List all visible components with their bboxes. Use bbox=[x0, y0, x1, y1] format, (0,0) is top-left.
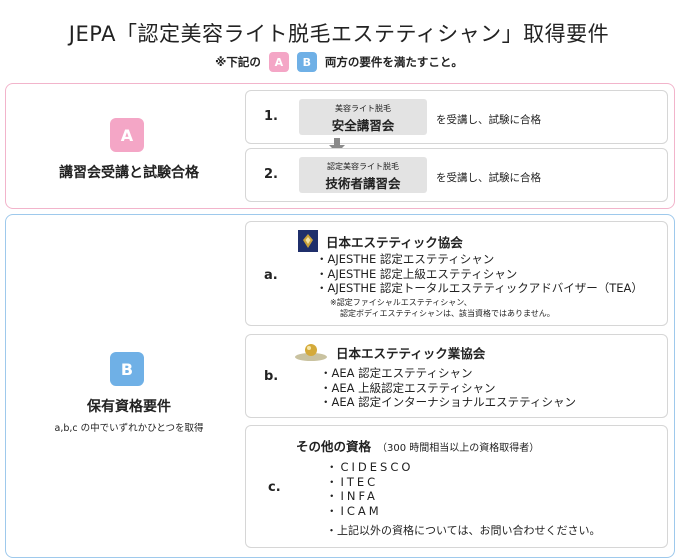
step-2-pass-text: を受講し、試験に合格 bbox=[436, 172, 541, 184]
option-c-title-note: （300 時間相当以上の資格取得者） bbox=[377, 443, 540, 454]
note-suffix: 両方の要件を満たすこと。 bbox=[324, 55, 463, 69]
step-1-course: 美容ライト脱毛 安全講習会 bbox=[299, 99, 427, 135]
option-c-card: c. その他の資格 （300 時間相当以上の資格取得者） ・CIDESCO ・IT… bbox=[245, 425, 668, 548]
option-c-letter: c. bbox=[268, 480, 281, 495]
chip-a: A bbox=[268, 52, 289, 72]
aea-logo-icon bbox=[295, 344, 327, 361]
step-1-course-small: 美容ライト脱毛 bbox=[335, 104, 391, 113]
section-a-frame bbox=[5, 83, 675, 209]
list-item: ・AJESTHE 認定エステティシャン bbox=[316, 252, 495, 266]
section-a-label: 講習会受講と試験合格 bbox=[59, 165, 199, 181]
list-item: ・AJESTHE 認定トータルエステティックアドバイザー（TEA） bbox=[316, 281, 643, 295]
step-2-number: 2. bbox=[264, 167, 278, 182]
step-1-course-large: 安全講習会 bbox=[331, 118, 395, 133]
step-2-course-small: 認定美容ライト脱毛 bbox=[327, 162, 399, 171]
step-2-course: 認定美容ライト脱毛 技術者講習会 bbox=[299, 157, 427, 193]
section-b-badge: B bbox=[110, 352, 144, 386]
list-item: ・ITEC bbox=[326, 474, 379, 489]
step-1-pass-text: を受講し、試験に合格 bbox=[436, 114, 541, 126]
option-b-card: b. 日本エステティック業協会 ・AEA 認定エステティシャン ・AEA 上級認… bbox=[245, 334, 668, 418]
option-b-list: ・AEA 認定エステティシャン ・AEA 上級認定エステティシャン ・AEA 認… bbox=[320, 366, 576, 410]
option-c-title-main: その他の資格 bbox=[296, 439, 372, 454]
option-a-letter: a. bbox=[264, 268, 278, 283]
option-a-org: 日本エステティック協会 bbox=[298, 230, 463, 252]
option-a-org-name: 日本エステティック協会 bbox=[326, 234, 463, 250]
step-1-card: 1. 美容ライト脱毛 安全講習会 を受講し、試験に合格 bbox=[245, 90, 668, 144]
section-b-note: a,b,c の中でいずれかひとつを取得 bbox=[54, 423, 204, 434]
option-a-footnote: ※認定ファイシャルエステティシャン、 認定ボディエステティシャンは、該当資格では… bbox=[330, 297, 555, 319]
list-item: ・AEA 認定エステティシャン bbox=[320, 366, 473, 380]
step-1-number: 1. bbox=[264, 109, 278, 124]
list-item: ・AJESTHE 認定上級エステティシャン bbox=[316, 266, 518, 281]
list-item: ・ICAM bbox=[326, 503, 382, 518]
option-c-title: その他の資格 （300 時間相当以上の資格取得者） bbox=[296, 436, 539, 455]
section-b-frame bbox=[5, 214, 675, 558]
footnote-line-1: ※認定ファイシャルエステティシャン、 bbox=[330, 298, 472, 307]
page-title: JEPA「認定美容ライト脱毛エステティシャン」取得要件 bbox=[68, 22, 610, 46]
section-a-badge: A bbox=[110, 118, 144, 152]
option-c-closing: ・上記以外の資格については、お問い合わせください。 bbox=[326, 524, 601, 537]
option-b-org: 日本エステティック業協会 bbox=[294, 342, 485, 362]
list-item: ・CIDESCO bbox=[326, 460, 414, 474]
list-item: ・AEA 認定インターナショナルエステティシャン bbox=[320, 395, 576, 409]
list-item: ・AEA 上級認定エステティシャン bbox=[320, 380, 496, 395]
option-a-card: a. 日本エステティック協会 ・AJESTHE 認定エステティシャン ・AJES… bbox=[245, 221, 668, 326]
list-item: ・INFA bbox=[326, 489, 378, 503]
option-c-list: ・CIDESCO ・ITEC ・INFA ・ICAM bbox=[326, 460, 413, 518]
requirement-note: ※下記の A B 両方の要件を満たすこと。 bbox=[0, 52, 678, 72]
step-2-course-large: 技術者講習会 bbox=[325, 176, 401, 191]
option-b-letter: b. bbox=[264, 369, 279, 384]
ajesthe-logo-icon bbox=[298, 230, 318, 252]
footnote-line-2: 認定ボディエステティシャンは、該当資格ではありません。 bbox=[340, 309, 555, 318]
section-b-label: 保有資格要件 bbox=[87, 399, 171, 415]
note-prefix: ※下記の bbox=[215, 55, 261, 69]
option-a-list: ・AJESTHE 認定エステティシャン ・AJESTHE 認定上級エステティシャ… bbox=[316, 252, 643, 296]
option-b-org-name: 日本エステティック業協会 bbox=[336, 345, 486, 361]
chip-b: B bbox=[296, 52, 317, 72]
step-2-card: 2. 認定美容ライト脱毛 技術者講習会 を受講し、試験に合格 bbox=[245, 148, 668, 202]
